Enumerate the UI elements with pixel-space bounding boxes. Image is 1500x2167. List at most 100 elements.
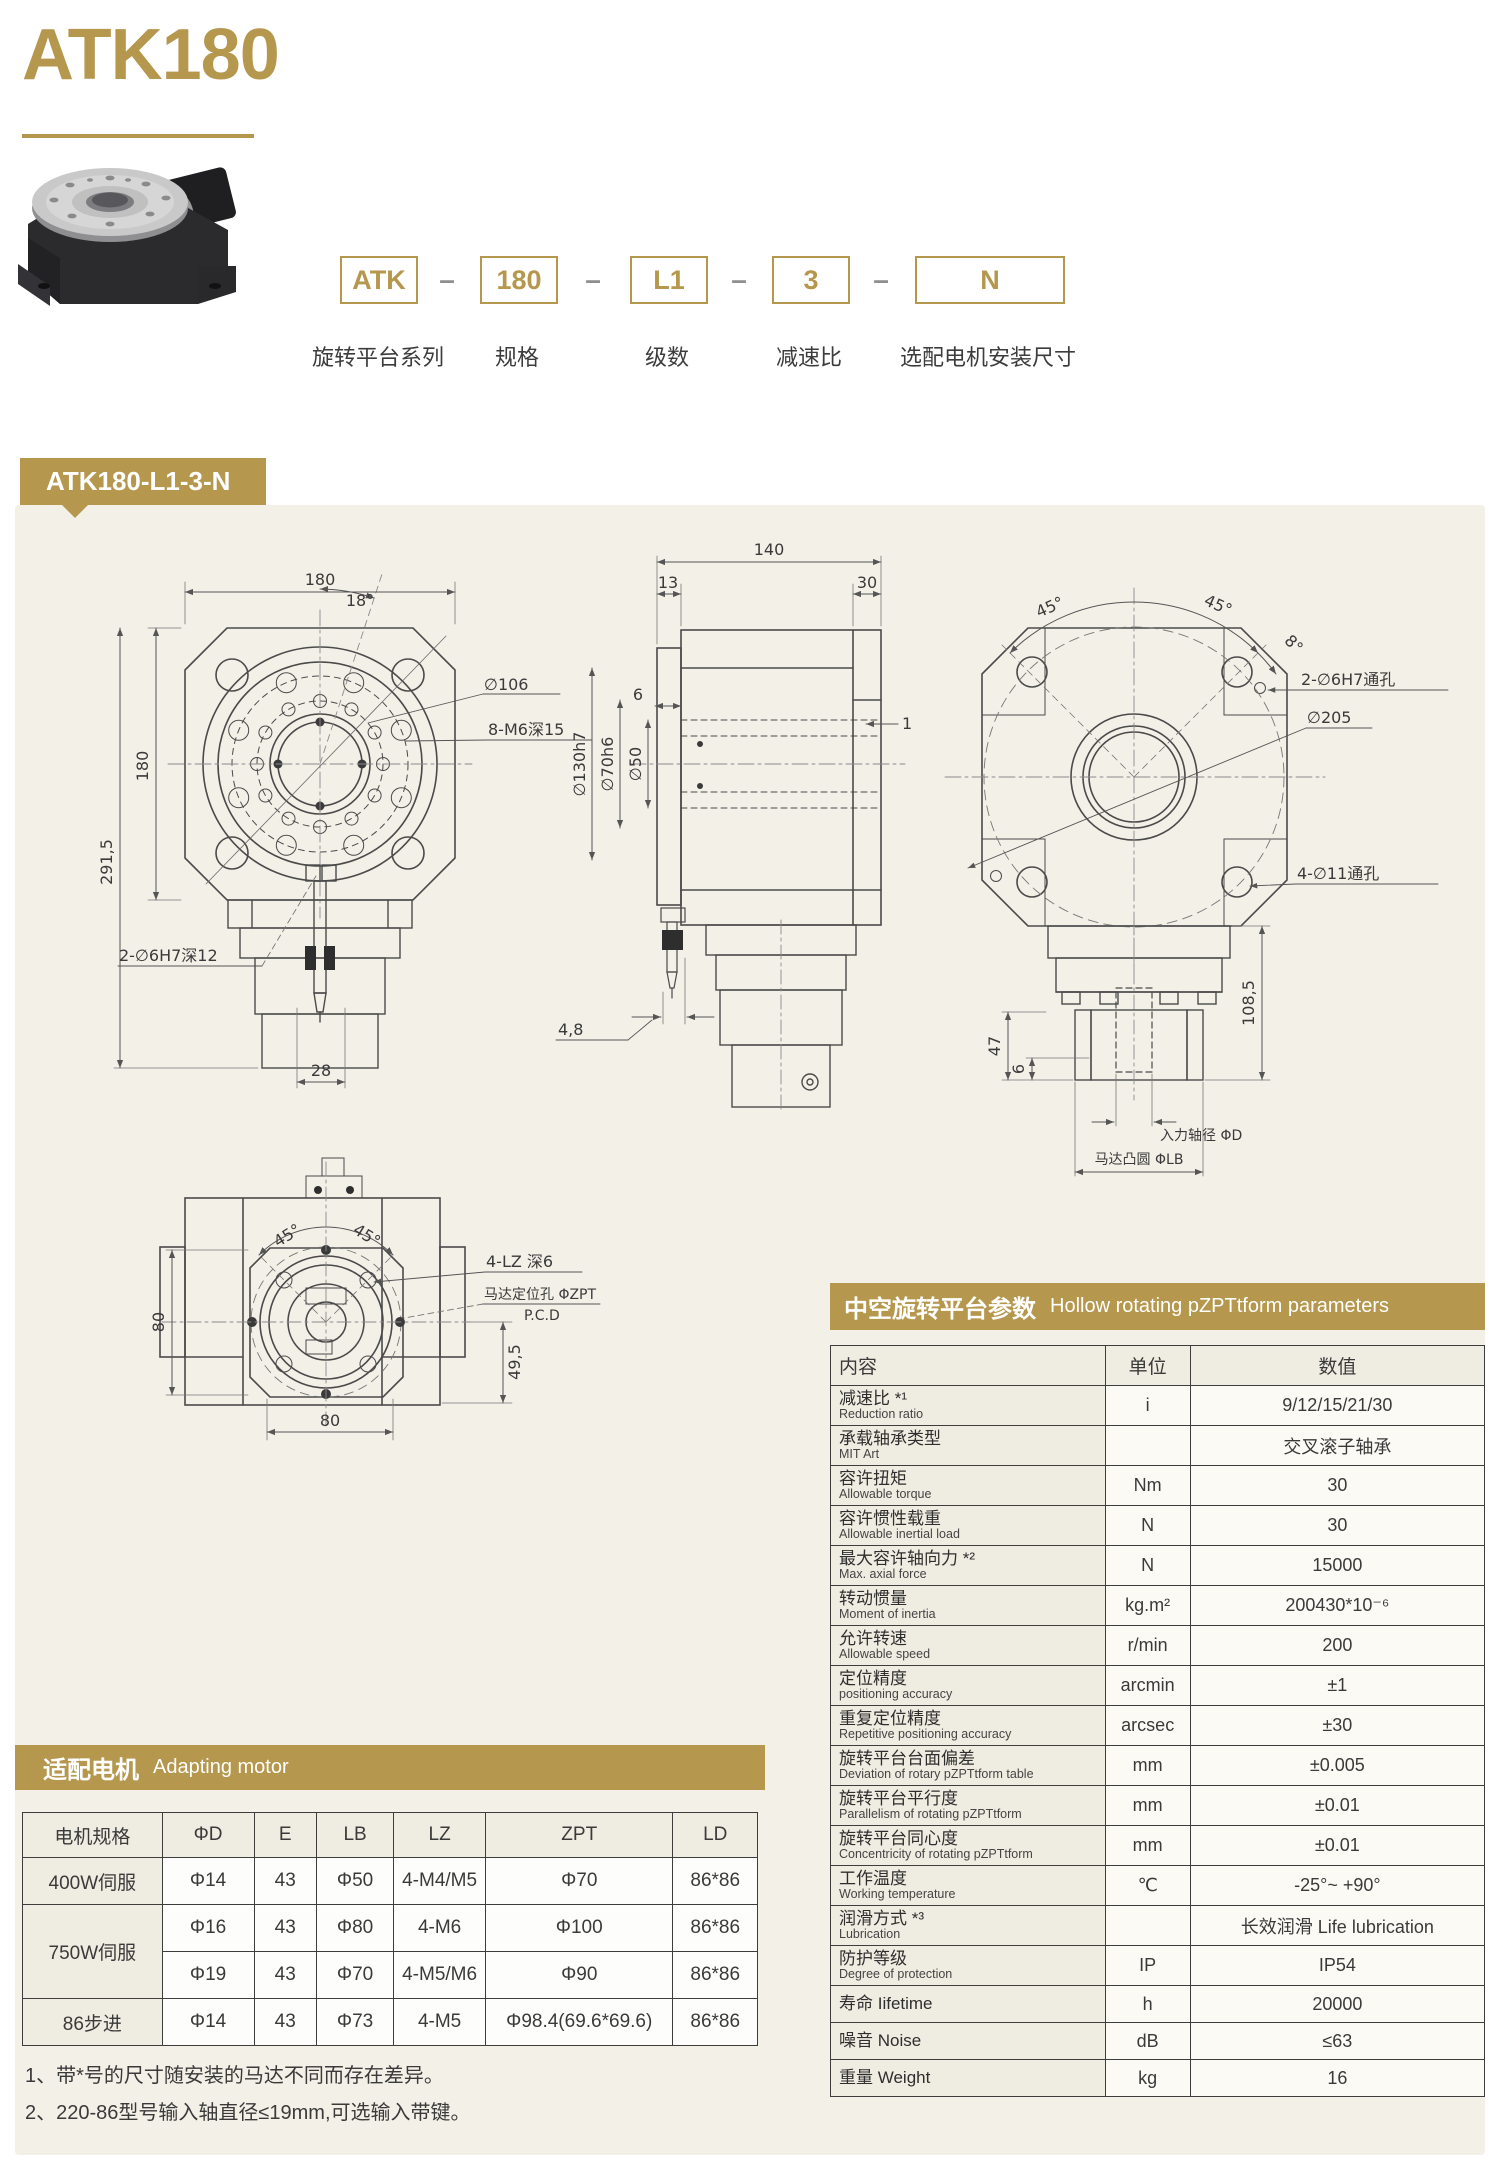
- param-unit: arcmin: [1104, 1665, 1191, 1706]
- model-segment-stage: L1: [630, 256, 708, 304]
- dim-rear-47: 47: [985, 1036, 1004, 1056]
- dim-bottom-80b: 80: [320, 1411, 340, 1430]
- param-name-en: positioning accuracy: [839, 1687, 953, 1702]
- param-unit: Nm: [1104, 1465, 1191, 1506]
- param-name-cn: 容许扭矩: [839, 1468, 907, 1488]
- dim-front-angle: 18°: [346, 591, 374, 610]
- model-dash: –: [731, 264, 747, 295]
- product-photo: [18, 167, 236, 306]
- motor-spec: 750W伺服: [22, 1904, 163, 1999]
- motor-col-spec: 电机规格: [22, 1812, 163, 1858]
- params-title-en: Hollow rotating pZPTtform parameters: [1050, 1295, 1390, 1317]
- param-unit: h: [1104, 1985, 1191, 2023]
- param-name-en: Reduction ratio: [839, 1407, 924, 1422]
- param-name-cn: 定位精度: [839, 1668, 907, 1688]
- param-name-cn: 承载轴承类型: [839, 1428, 941, 1448]
- rear-view: 45° 45° 8° 2-∅6H7通孔 ∅205 4-∅11通孔: [944, 587, 1449, 1177]
- param-name-cn: 噪音 Noise: [839, 2031, 922, 2051]
- param-unit: ℃: [1104, 1865, 1191, 1906]
- param-name-cn: 旋转平台台面偏差: [839, 1748, 975, 1768]
- rotary-table-illustration: [18, 167, 236, 306]
- label-rear-shaft: 入力轴径 ΦD: [1160, 1128, 1242, 1144]
- dim-rear-1085: 108,5: [1239, 980, 1258, 1026]
- param-name-en: Concentricity of rotating pZPTtform: [839, 1847, 1033, 1862]
- footnote-2: 2、220-86型号输入轴直径≤19mm,可选输入带键。: [25, 2102, 471, 2124]
- model-label-size: 规格: [495, 345, 540, 370]
- param-name-en: Allowable torque: [839, 1487, 932, 1502]
- footnotes: 1、带*号的尺寸随安装的马达不同而存在差异。 2、220-86型号输入轴直径≤1…: [25, 2058, 471, 2132]
- params-col-content: 内容: [830, 1345, 1106, 1386]
- param-unit: kg: [1104, 2059, 1191, 2097]
- dim-front-28: 28: [311, 1061, 331, 1080]
- motor-row: 400W伺服 Φ14 43 Φ50 4-M4/M5 Φ70 86*86: [22, 1857, 758, 1905]
- motor-table: 电机规格 ΦD E LB LZ ZPT LD 400W伺服 Φ14 43 Φ50…: [22, 1812, 758, 2046]
- param-name-cn: 旋转平台平行度: [839, 1788, 958, 1808]
- technical-drawings: 18° 180: [97, 540, 1449, 1441]
- param-unit: mm: [1104, 1745, 1191, 1786]
- motor-col-e: E: [253, 1812, 317, 1858]
- model-label-motor: 选配电机安装尺寸: [900, 345, 1077, 370]
- motor-row: Φ19 43 Φ70 4-M5/M6 Φ90 86*86: [23, 1951, 758, 1999]
- param-name-cn: 最大容许轴向力 *²: [839, 1548, 975, 1568]
- param-unit: [1104, 1425, 1191, 1466]
- motor-title-en: Adapting motor: [153, 1756, 289, 1778]
- page-title: ATK180: [22, 15, 280, 95]
- dim-rear-8: 8°: [1281, 631, 1307, 657]
- params-col-value: 数值: [1189, 1345, 1486, 1386]
- param-name-en: Deviation of rotary pZPTtform table: [839, 1767, 1034, 1782]
- param-name-cn: 减速比 *¹: [839, 1388, 907, 1408]
- dim-bottom-495: 49,5: [505, 1344, 524, 1380]
- callout-bottom-lz: 4-LZ 深6: [486, 1252, 553, 1271]
- param-value: 15000: [1189, 1545, 1486, 1586]
- footnote-1: 1、带*号的尺寸随安装的马达不同而存在差异。: [25, 2065, 444, 2087]
- section-tab: ATK180-L1-3-N: [20, 458, 266, 505]
- model-segment-motor: N: [915, 256, 1065, 304]
- callout-rear-d205: ∅205: [1307, 708, 1351, 727]
- param-unit: arcsec: [1104, 1705, 1191, 1746]
- param-value: 20000: [1189, 1985, 1486, 2023]
- dim-bottom-45l: 45°: [270, 1220, 304, 1251]
- param-value: 200: [1189, 1625, 1486, 1666]
- param-unit: [1104, 1905, 1191, 1946]
- motor-col-zpt: ZPT: [485, 1812, 674, 1858]
- param-unit: mm: [1104, 1825, 1191, 1866]
- dim-rear-45r: 45°: [1201, 591, 1235, 620]
- motor-col-lz: LZ: [393, 1812, 487, 1858]
- dim-front-height: 180: [133, 751, 152, 782]
- param-name-en: Moment of inertia: [839, 1607, 936, 1622]
- param-value: 长效润滑 Life lubrication: [1189, 1905, 1486, 1946]
- param-name-cn: 容许惯性载重: [839, 1508, 941, 1528]
- params-title-cn: 中空旋转平台参数: [844, 1296, 1036, 1323]
- param-name-en: Repetitive positioning accuracy: [839, 1727, 1012, 1742]
- model-label-stage: 级数: [645, 345, 690, 370]
- motor-spec: 400W伺服: [22, 1857, 163, 1905]
- model-dash: –: [585, 264, 601, 295]
- dim-side-d50: ∅50: [626, 747, 645, 781]
- callout-front-tap: 8-M6深15: [488, 720, 564, 739]
- param-unit: IP: [1104, 1945, 1191, 1986]
- param-name-en: Max. axial force: [839, 1567, 927, 1582]
- param-name-cn: 润滑方式 *³: [839, 1908, 924, 1928]
- param-value: 200430*10⁻⁶: [1189, 1585, 1486, 1626]
- param-name-cn: 重复定位精度: [839, 1708, 941, 1728]
- dim-front-width: 180: [305, 570, 336, 589]
- motor-title-cn: 适配电机: [43, 1757, 139, 1784]
- dim-side-d70: ∅70h6: [598, 737, 617, 792]
- dim-side-48: 4,8: [558, 1020, 583, 1039]
- param-name-cn: 工作温度: [839, 1868, 907, 1888]
- dim-side-140: 140: [754, 540, 785, 559]
- dim-bottom-45r: 45°: [350, 1220, 384, 1251]
- model-label-ratio: 减速比: [776, 345, 843, 370]
- model-label-series: 旋转平台系列: [312, 345, 445, 370]
